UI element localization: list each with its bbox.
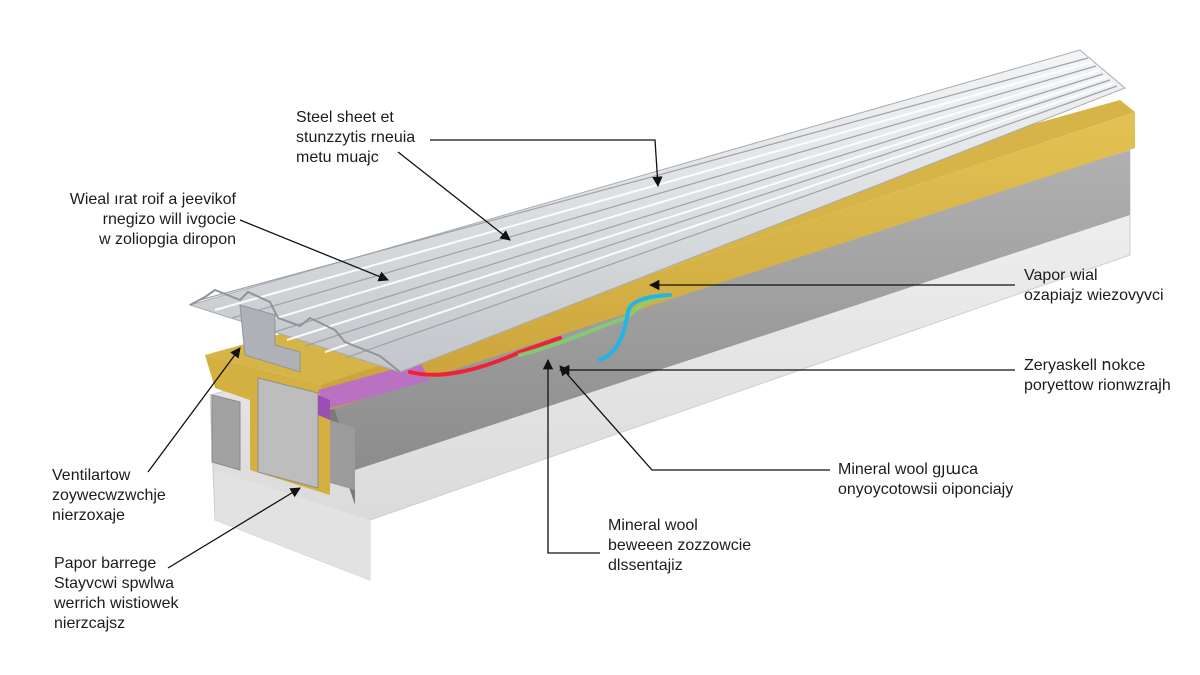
steel-sheet-label: Steel sheet et stu​nzzytis rneuia metu m… — [296, 108, 415, 168]
mineral-wool-right-line-2: onyoycotowsii oiponciajy — [838, 481, 1014, 498]
vapor-barrier-line-1: Papor barrege — [54, 555, 157, 572]
zeryaskell-line-2: poryettow rionwzrajh — [1024, 377, 1171, 394]
vapor-barrier-label: Papor barrege Stayvcwi spwlwa werrich wi… — [54, 554, 178, 634]
leader-lines — [147, 139, 1015, 569]
vapor-barrier-line-4: nierzcajsz — [54, 615, 126, 632]
wieal-roof-line-3: w zoliopgia diropon — [99, 231, 236, 248]
vapor-barrier-line-2: Stayvcwi spwlwa — [54, 575, 175, 592]
ventilation-label: Ventilartow zoywecwzwchje nierzoxaje — [52, 466, 166, 526]
mineral-wool-between-line-2: beweeen zozzowcie — [608, 537, 752, 554]
steel-sheet-line-1: Steel sheet et — [296, 109, 394, 126]
vapor-barrier-strip — [318, 362, 430, 420]
ventilation-line-2: zoywecwzwchje — [52, 487, 166, 504]
mineral-wool-between-label: Mineral wool beweeen zozzowcie dlssentaj… — [608, 516, 751, 576]
steel-sheet-line-3: metu mu​ajc — [296, 149, 379, 166]
vapor-barrier-line-3: werrich wistiowek — [54, 595, 179, 612]
ventilation-line-3: nierzoxaje — [52, 507, 125, 524]
wieal-roof-line-1: Wieal ırat roif a jeevikof — [69, 191, 236, 208]
mineral-wool-right-line-1: Mineral wool ɡյաca — [838, 461, 978, 478]
wieal-roof-label: Wieal ırat roif a jeevikof rnegizo will … — [56, 190, 236, 250]
vapor-wial-line-1: Vapor wial — [1024, 267, 1098, 284]
wieal-roof-line-2: rnegizo will ivgocie — [102, 211, 236, 228]
zeryaskell-label: Zeryaskell ոokce poryettow rionwzrajh — [1024, 356, 1171, 396]
front-concrete-blocks — [211, 377, 355, 490]
mineral-wool-between-line-3: dlssentajiz — [608, 557, 683, 574]
mineral-wool-right-label: Mineral wool ɡյաca onyoycotowsii oiponci… — [838, 460, 1013, 500]
steel-sheet-line-2: stu​nzzytis rneuia — [296, 129, 416, 146]
vapor-wial-label: Vapor wial ozapiajz wiezovyvci — [1024, 266, 1164, 306]
flow-lines — [408, 293, 672, 377]
steel-sheet — [188, 49, 1126, 373]
ventilation-line-1: Ventilartow — [52, 467, 131, 484]
vapor-wial-line-2: ozapiajz wiezovyvci — [1024, 287, 1164, 304]
zeryaskell-line-1: Zeryaskell ոokce — [1024, 357, 1146, 374]
mineral-wool-between-line-1: Mineral wool — [608, 517, 698, 534]
